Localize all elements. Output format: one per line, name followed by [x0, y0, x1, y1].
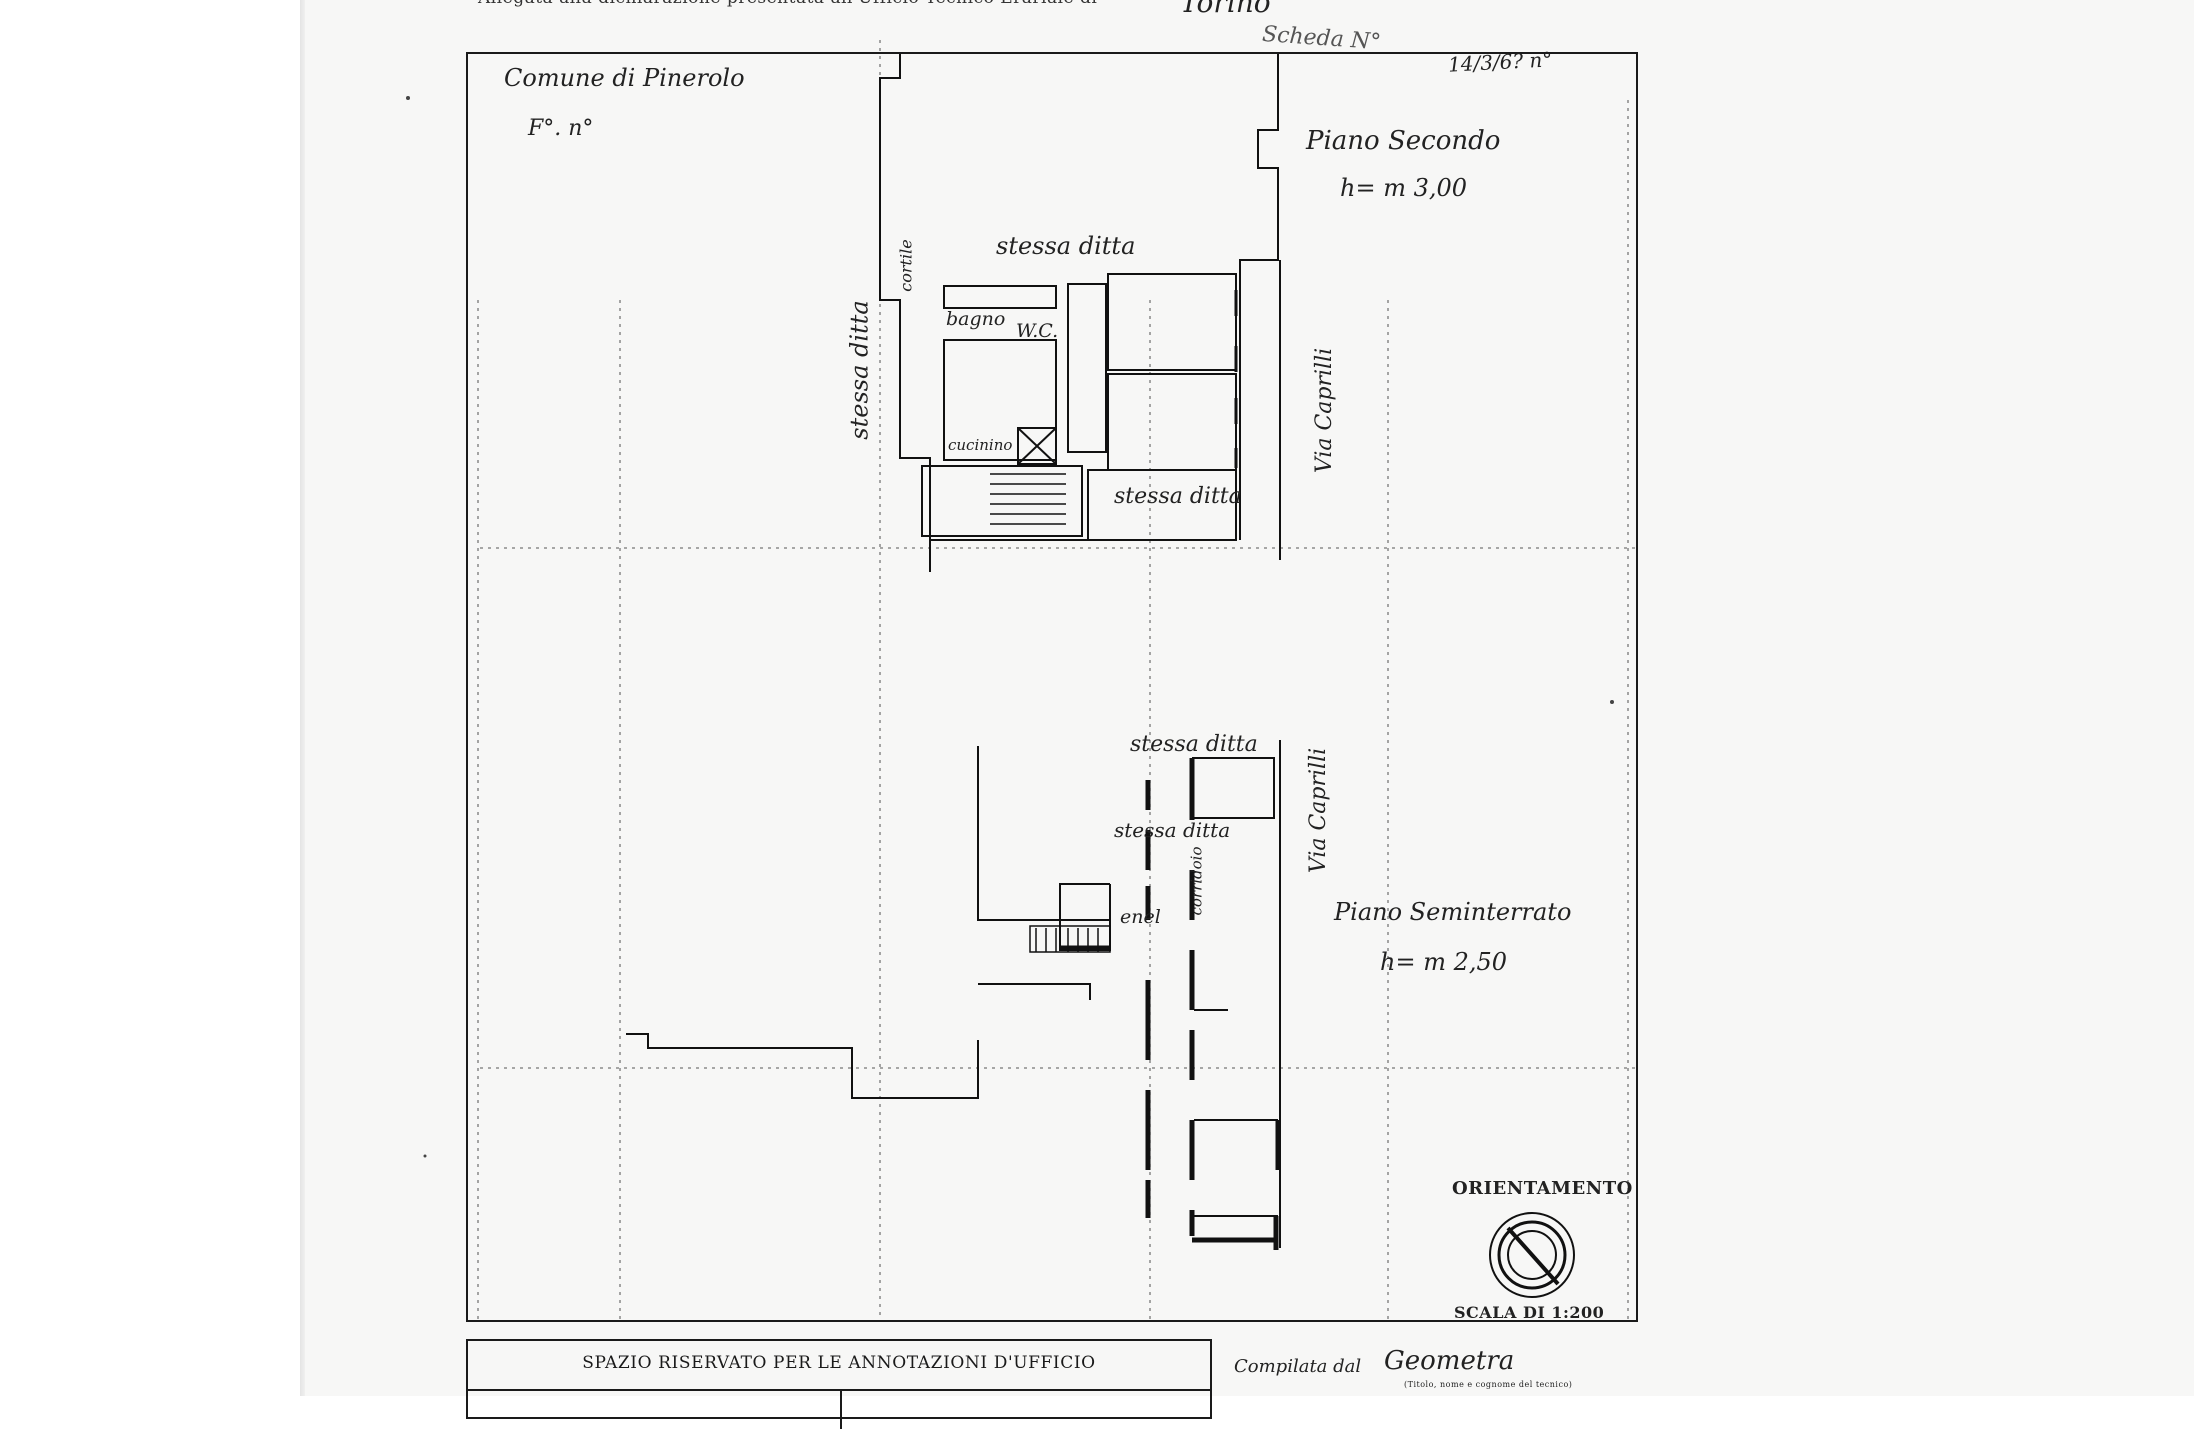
- label-via-lower: Via Caprilli: [1306, 747, 1332, 874]
- office-annotations-box: SPAZIO RISERVATO PER LE ANNOTAZIONI D'UF…: [466, 1339, 1212, 1429]
- orientation-compass: [1489, 1212, 1575, 1298]
- lower-thick-walls: [1060, 758, 1281, 1250]
- label-via-upper: Via Caprilli: [1312, 347, 1338, 474]
- header-printed-text: Allegata alla dichiarazione presentata a…: [478, 0, 1097, 8]
- office-title: SPAZIO RISERVATO PER LE ANNOTAZIONI D'UF…: [582, 1353, 1096, 1373]
- label-stessa-ditta-lower-1: stessa ditta: [1130, 732, 1258, 757]
- office-column-divider: [840, 1389, 842, 1429]
- label-cucinino: cucinino: [948, 436, 1013, 454]
- label-cortile: cortile: [896, 239, 916, 292]
- floor-plan-drawing: [406, 40, 1636, 1320]
- label-stessa-ditta-lower-2: stessa ditta: [1114, 818, 1231, 842]
- scan-specks: [406, 96, 1614, 1158]
- document-page: [305, 0, 2194, 1396]
- header-city: Torino: [1180, 0, 1271, 19]
- lower-floor-walls: [626, 740, 1281, 1248]
- compiler-label: Compilata dal: [1234, 1356, 1362, 1377]
- label-enel: enel: [1120, 906, 1161, 928]
- label-stessa-ditta-left: stessa ditta: [845, 300, 874, 440]
- upper-floor-height: h= m 3,00: [1340, 174, 1468, 202]
- scan-edge: [300, 0, 308, 1396]
- comune-label: Comune di Pinerolo: [504, 64, 745, 92]
- label-corridoio: corridoio: [1187, 846, 1206, 916]
- upper-floor-walls: [879, 54, 1281, 572]
- lower-floor-height: h= m 2,50: [1380, 948, 1508, 976]
- foglio-label: F°. n°: [528, 116, 594, 141]
- label-stessa-ditta-bottom: stessa ditta: [1114, 484, 1242, 509]
- upper-floor-title: Piano Secondo: [1306, 126, 1501, 156]
- label-bagno: bagno: [946, 308, 1006, 330]
- compiler-role: Geometra: [1384, 1346, 1515, 1376]
- upper-stairs: [990, 473, 1066, 525]
- compiler-note: (Titolo, nome e cognome del tecnico): [1404, 1380, 1573, 1389]
- orientation-label: ORIENTAMENTO: [1452, 1178, 1633, 1199]
- label-stessa-ditta-top: stessa ditta: [996, 232, 1136, 260]
- scale-label: SCALA DI 1:200: [1454, 1303, 1605, 1322]
- label-wc: W.C.: [1016, 320, 1059, 342]
- lower-stairs: [1029, 925, 1111, 953]
- lower-floor-title: Piano Seminterrato: [1334, 898, 1572, 926]
- office-separator: [468, 1389, 1210, 1391]
- drawing-frame: [466, 52, 1638, 1322]
